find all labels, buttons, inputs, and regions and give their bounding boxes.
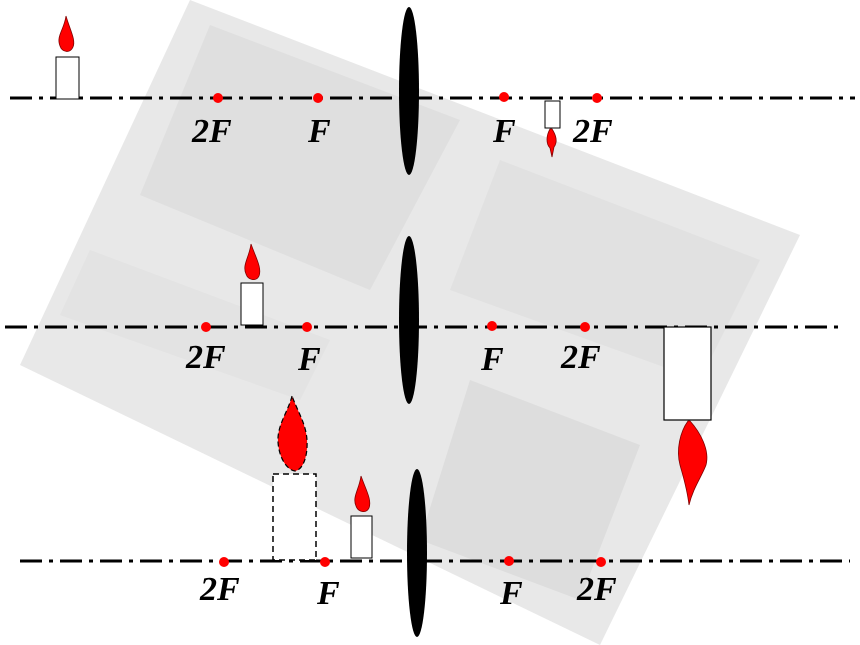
lens-icon <box>399 7 419 175</box>
focal-point-2f-right <box>592 93 602 103</box>
image-candle-icon <box>663 326 712 421</box>
virtual-image-flame-icon <box>277 393 308 472</box>
lens-icon <box>407 469 427 637</box>
label-2f-right: 2F <box>572 113 613 150</box>
label-f-left: F <box>316 575 340 612</box>
label-f-right: F <box>492 113 516 150</box>
focal-point-2f-left <box>201 322 211 332</box>
focal-point-f-right <box>499 92 509 102</box>
focal-point-2f-right <box>580 322 590 332</box>
label-2f-left: 2F <box>191 113 232 150</box>
candle-icon <box>350 515 373 559</box>
focal-point-f-left <box>313 93 323 103</box>
focal-point-2f-left <box>213 93 223 103</box>
focal-point-2f-right <box>596 557 606 567</box>
label-2f-left: 2F <box>185 339 226 376</box>
flame-icon <box>244 243 261 280</box>
image-flame-icon <box>678 420 708 506</box>
label-f-right: F <box>480 341 504 378</box>
focal-point-f-left <box>320 557 330 567</box>
diagram-row-2: 2F F F 2F <box>5 236 845 506</box>
focal-point-f-left <box>302 322 312 332</box>
flame-icon <box>58 15 75 52</box>
diagram-row-1: 2F F F 2F <box>10 7 855 175</box>
virtual-image-candle-icon <box>272 473 317 561</box>
image-flame-icon <box>546 128 557 158</box>
label-2f-right: 2F <box>560 339 601 376</box>
diagram-row-3: 2F F F 2F <box>20 393 850 637</box>
textbook-text-block-left <box>60 250 330 400</box>
label-2f-right: 2F <box>576 571 617 608</box>
candle-icon <box>240 282 264 326</box>
focal-point-f-right <box>504 556 514 566</box>
focal-point-2f-left <box>219 557 229 567</box>
label-f-left: F <box>307 113 331 150</box>
flame-icon <box>354 475 371 512</box>
candle-icon <box>55 56 80 100</box>
textbook-figure-left <box>140 25 460 290</box>
lens-icon <box>399 236 419 404</box>
textbook-text-block <box>450 160 760 380</box>
image-candle-icon <box>544 100 561 129</box>
label-f-left: F <box>297 341 321 378</box>
focal-point-f-right <box>487 321 497 331</box>
label-f-right: F <box>499 575 523 612</box>
textbook-figure-right <box>420 380 640 600</box>
label-2f-left: 2F <box>199 571 240 608</box>
